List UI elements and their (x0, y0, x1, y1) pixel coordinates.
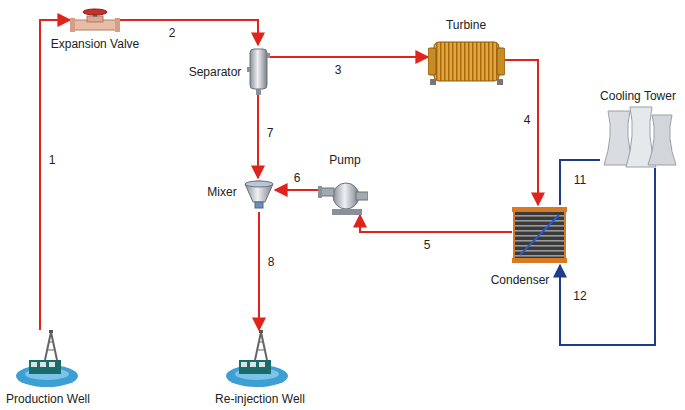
turbine-icon (428, 38, 505, 85)
geofluid-line (270, 56, 428, 58)
stream-number: 12 (572, 289, 587, 303)
geofluid-line (258, 212, 260, 330)
geofluid-line (257, 95, 259, 178)
stream-number: 5 (423, 238, 432, 252)
condenser-icon (512, 205, 567, 265)
production-well-icon (15, 330, 80, 388)
stream-number: 1 (48, 153, 57, 167)
geofluid-line (275, 189, 318, 191)
component-label: Turbine (446, 18, 486, 32)
stream-number: 4 (523, 113, 532, 127)
expansion-valve-icon (70, 8, 120, 32)
production-well: Production Well (15, 330, 80, 388)
geofluid-line (120, 20, 258, 45)
stream-number: 7 (266, 126, 275, 140)
separator: Separator (247, 45, 270, 95)
reinjection-well: Re-injection Well (225, 330, 290, 388)
stream-number: 3 (334, 63, 343, 77)
separator-icon (247, 45, 270, 95)
cooling-water-line (560, 160, 600, 205)
reinjection-well-icon (225, 330, 290, 388)
mixer-icon (243, 178, 275, 212)
stream-number: 8 (267, 255, 276, 269)
stream-number: 2 (168, 26, 177, 40)
cooling-water-line (560, 168, 655, 345)
mixer: Mixer (243, 178, 275, 212)
pump-icon (318, 172, 368, 215)
component-label: Expansion Valve (51, 37, 140, 51)
stream-number: 6 (293, 171, 302, 185)
cooling-tower-icon (600, 105, 678, 168)
pump: Pump (318, 172, 368, 215)
component-label: Separator (189, 65, 242, 79)
cooling-tower: Cooling Tower (600, 105, 678, 168)
expansion-valve: Expansion Valve (70, 8, 120, 32)
component-label: Re-injection Well (215, 392, 305, 406)
component-label: Pump (329, 153, 360, 167)
component-label: Production Well (6, 392, 90, 406)
turbine: Turbine (428, 38, 505, 85)
geofluid-line (40, 20, 70, 330)
geofluid-line (360, 215, 512, 232)
component-label: Condenser (491, 273, 550, 287)
geofluid-line (505, 60, 538, 205)
stream-number: 11 (573, 173, 587, 187)
component-label: Cooling Tower (600, 89, 676, 103)
component-label: Mixer (207, 185, 236, 199)
condenser: Condenser (512, 205, 567, 265)
